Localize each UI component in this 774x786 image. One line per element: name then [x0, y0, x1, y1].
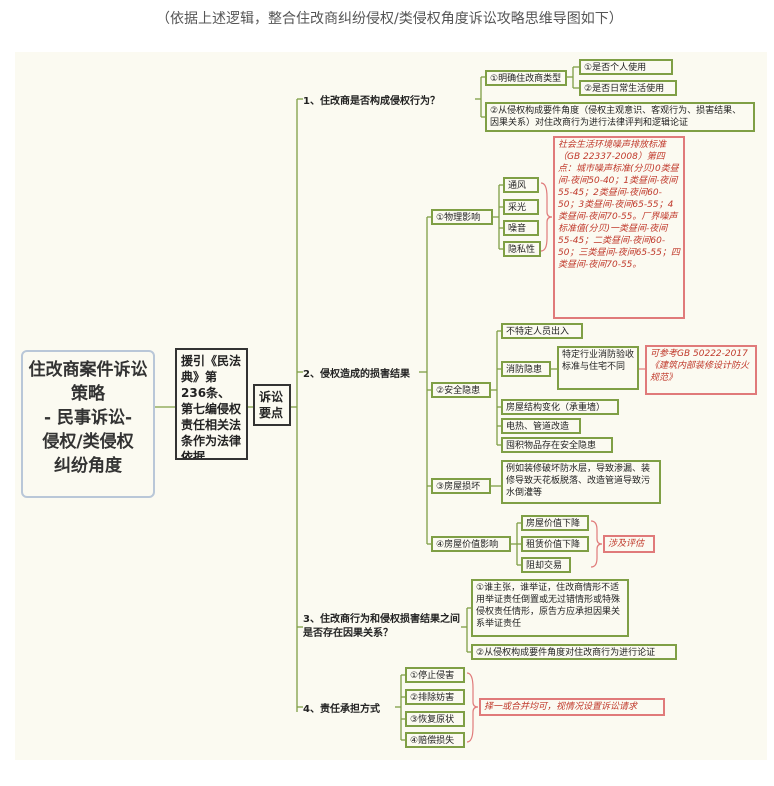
b2-safety-storage: 囤积物品存在安全隐患 [501, 437, 613, 453]
b2-noise-note: 社会生活环境噪声排放标准（GB 22337-2008）第四点：城市噪声标准(分贝… [553, 136, 685, 319]
b2-physical: ①物理影响 [431, 209, 493, 225]
b2-value-trade: 阻却交易 [521, 557, 571, 573]
mind-map: 住改商案件诉讼策略 - 民事诉讼- 侵权/类侵权 纠纷角度 援引《民法典》第23… [15, 52, 767, 760]
b2-value-rent: 租赁价值下降 [521, 536, 589, 552]
b2-safety: ②安全隐患 [431, 382, 491, 398]
b2-damage: ③房屋损坏 [431, 478, 491, 494]
b1-type-label: ①明确住改商类型 [485, 70, 567, 86]
b2-safety-people: 不特定人员出入 [501, 323, 583, 339]
b4-stop: ①停止侵害 [405, 667, 465, 683]
b4-restore: ③恢复原状 [405, 711, 465, 727]
b2-phys-privacy: 隐私性 [503, 241, 541, 257]
b2-value-house: 房屋价值下降 [521, 515, 589, 531]
b2-value: ④房屋价值影响 [431, 536, 511, 552]
b2-phys-ventilation: 通风 [503, 177, 539, 193]
b2-value-note: 涉及评估 [603, 535, 655, 553]
branch1-title: 1、住改商是否构成侵权行为？ [303, 96, 440, 107]
branch3-title-text: 3、住改商行为和侵权损害结果之间是否存在因果关系？ [303, 614, 460, 639]
branch2-title: 2、侵权造成的损害结果 [303, 369, 410, 380]
b2-safety-structure: 房屋结构变化（承重墙） [501, 399, 619, 415]
caption: （依据上述逻辑，整合住改商纠纷侵权/类侵权角度诉讼攻略思维导图如下） [156, 11, 623, 27]
b1-type-a: ①是否个人使用 [579, 59, 673, 75]
b2-fire-detail: 特定行业消防验收标准与住宅不同 [557, 346, 639, 390]
hub-node: 诉讼 要点 [253, 384, 291, 426]
branch4-title: 4、责任承担方式 [303, 704, 380, 715]
b4-remove: ②排除妨害 [405, 689, 465, 705]
b3-item1: ①谁主张，谁举证，住改商情形不适用举证责任倒置或无过错情形或特殊侵权责任情形，原… [471, 579, 629, 637]
b3-item2: ②从侵权构成要件角度对住改商行为进行论证 [471, 644, 677, 660]
b4-note: 择一或合并均可，视情况设置诉讼请求 [479, 698, 665, 716]
b1-type-b: ②是否日常生活使用 [579, 80, 677, 96]
legal-basis-node: 援引《民法典》第236条、第七编侵权责任相关法条作为法律依据 [175, 348, 248, 460]
root-node: 住改商案件诉讼策略 - 民事诉讼- 侵权/类侵权 纠纷角度 [21, 350, 155, 498]
b2-safety-fire: 消防隐患 [501, 361, 551, 377]
b2-damage-detail: 例如装修破坏防水层，导致渗漏、装修导致天花板脱落、改造管道导致污水倒灌等 [501, 460, 661, 504]
b2-safety-pipes: 电热、管道改造 [501, 418, 581, 434]
b2-fire-note: 可参考GB 50222-2017《建筑内部装修设计防火规范》 [645, 345, 757, 395]
b1-elements: ②从侵权构成要件角度（侵权主观意识、客观行为、损害结果、因果关系）对住改商行为进… [485, 102, 755, 132]
branch3-title: 3、住改商行为和侵权损害结果之间是否存在因果关系？ [303, 613, 461, 641]
b2-phys-noise: 噪音 [503, 220, 539, 236]
connector-lines [155, 66, 645, 743]
b2-phys-lighting: 采光 [503, 199, 539, 215]
b4-compensate: ④赔偿损失 [405, 732, 465, 748]
